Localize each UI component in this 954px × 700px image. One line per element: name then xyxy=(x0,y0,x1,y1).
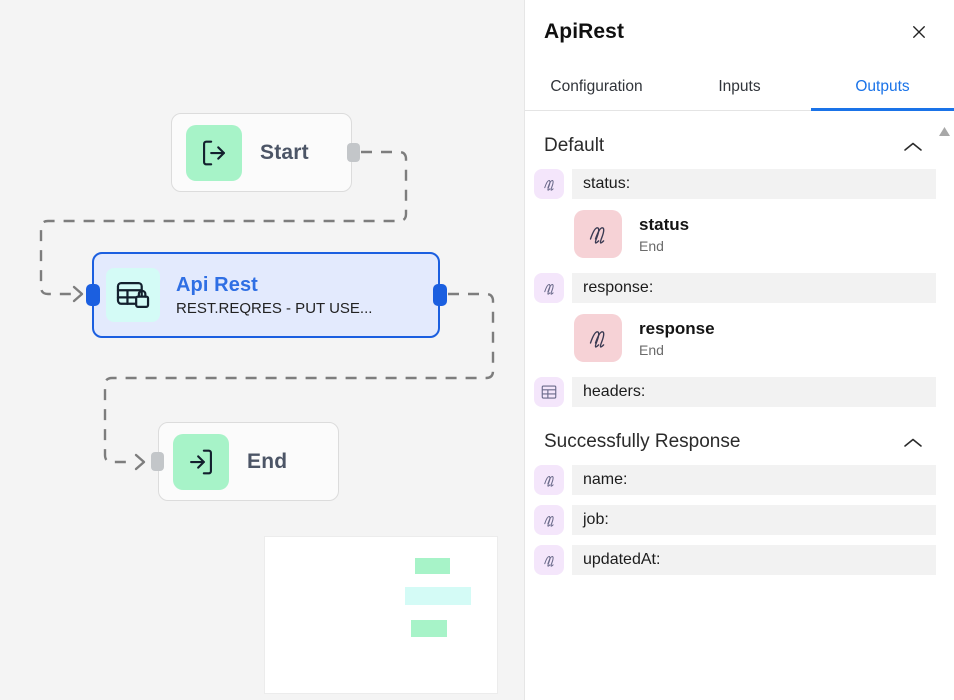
node-api-rest-input-handle[interactable] xyxy=(86,284,100,306)
properties-panel: ApiRest Configuration Inputs Outputs xyxy=(524,0,954,700)
outputs-content[interactable]: Default status: xyxy=(525,111,954,700)
node-api-rest-texts: Api Rest REST.REQRES - PUT USE... xyxy=(176,274,372,317)
table-lock-icon xyxy=(106,268,160,322)
field-label-name: name: xyxy=(572,465,936,495)
field-row-updatedat[interactable]: updatedAt: xyxy=(534,545,936,575)
tab-outputs[interactable]: Outputs xyxy=(811,64,954,111)
node-api-rest-title: Api Rest xyxy=(176,273,258,296)
mapped-name-response: response xyxy=(639,319,715,339)
variable-icon xyxy=(534,545,564,575)
workflow-canvas[interactable]: Start Api Rest REST.REQRES - PUT USE... xyxy=(0,0,524,700)
field-label-updatedat: updatedAt: xyxy=(572,545,936,575)
tab-inputs-label: Inputs xyxy=(718,78,761,95)
mapped-source-status: End xyxy=(639,237,664,254)
node-start-output-handle[interactable] xyxy=(347,143,360,162)
minimap-node-start xyxy=(415,558,450,574)
mapped-texts-status: status End xyxy=(639,214,689,253)
edge-layer xyxy=(39,150,495,471)
field-label-status: status: xyxy=(572,169,936,199)
minimap-node-end xyxy=(411,620,447,637)
arrow-exit-bracket-icon xyxy=(186,124,242,181)
group-header-successfully-response[interactable]: Successfully Response xyxy=(525,419,945,465)
node-end-label: End xyxy=(247,449,288,473)
tab-configuration-label: Configuration xyxy=(550,78,643,95)
node-start[interactable]: Start xyxy=(171,113,352,192)
group-title-default: Default xyxy=(544,135,605,156)
field-label-job: job: xyxy=(572,505,936,535)
tab-outputs-label: Outputs xyxy=(855,78,910,95)
mapped-value-response[interactable]: response End xyxy=(574,314,936,362)
minimap-node-api-rest xyxy=(405,587,471,605)
field-label-headers: headers: xyxy=(572,377,936,407)
panel-title: ApiRest xyxy=(544,20,625,43)
mapped-value-status[interactable]: status End xyxy=(574,210,936,258)
node-api-rest-output-handle[interactable] xyxy=(433,284,447,306)
variable-icon xyxy=(534,169,564,199)
node-api-rest-subtitle: REST.REQRES - PUT USE... xyxy=(176,299,373,317)
variable-icon xyxy=(574,210,622,258)
chevron-up-icon[interactable] xyxy=(903,436,923,448)
field-label-response: response: xyxy=(572,273,936,303)
variable-icon xyxy=(534,505,564,535)
node-end-input-handle[interactable] xyxy=(151,452,164,471)
minimap[interactable] xyxy=(264,536,498,694)
mapped-name-status: status xyxy=(639,215,690,235)
tab-inputs[interactable]: Inputs xyxy=(668,64,811,110)
panel-header: ApiRest xyxy=(525,0,954,64)
node-api-rest[interactable]: Api Rest REST.REQRES - PUT USE... xyxy=(92,252,440,338)
arrow-enter-bracket-icon xyxy=(173,433,229,490)
field-row-name[interactable]: name: xyxy=(534,465,936,495)
close-icon[interactable] xyxy=(904,17,934,47)
tab-configuration[interactable]: Configuration xyxy=(525,64,668,110)
group-header-default[interactable]: Default xyxy=(525,123,945,169)
variable-icon xyxy=(534,465,564,495)
node-end[interactable]: End xyxy=(158,422,339,501)
node-start-label: Start xyxy=(260,140,309,164)
group-title-successfully-response: Successfully Response xyxy=(544,431,741,452)
chevron-up-icon[interactable] xyxy=(903,140,923,152)
mapped-source-response: End xyxy=(639,341,664,358)
field-row-job[interactable]: job: xyxy=(534,505,936,535)
field-row-headers[interactable]: headers: xyxy=(534,377,936,407)
scroll-up-arrow-icon[interactable] xyxy=(939,123,950,136)
panel-tabs: Configuration Inputs Outputs xyxy=(525,64,954,111)
field-row-response[interactable]: response: xyxy=(534,273,936,303)
mapped-texts-response: response End xyxy=(639,318,715,357)
field-row-status[interactable]: status: xyxy=(534,169,936,199)
table-icon xyxy=(534,377,564,407)
variable-icon xyxy=(574,314,622,362)
variable-icon xyxy=(534,273,564,303)
